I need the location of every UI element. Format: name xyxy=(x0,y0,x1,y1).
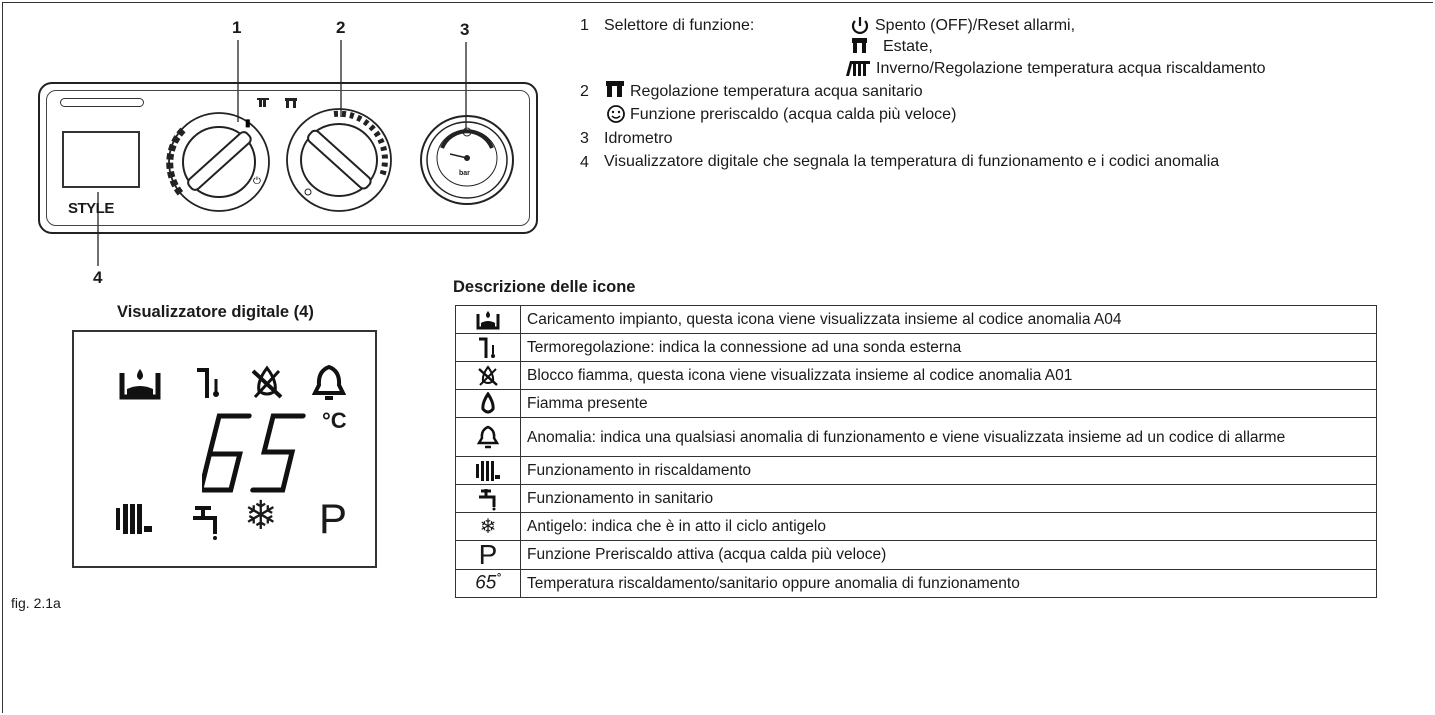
legend-item-3-num: 3 xyxy=(580,130,589,147)
legend-item-4-num: 4 xyxy=(580,154,589,171)
flame-block-icon xyxy=(478,364,498,386)
row-text: Funzionamento in sanitario xyxy=(520,484,1377,513)
alarm-bell-icon xyxy=(312,364,346,400)
row-text: Fiamma presente xyxy=(520,389,1377,418)
digital-display: °C ❄ P xyxy=(72,330,377,568)
alarm-bell-icon xyxy=(477,425,499,449)
dhw-icon xyxy=(606,81,624,97)
digital-display-window xyxy=(62,131,140,188)
external-probe-icon xyxy=(479,337,495,358)
p-symbol: P xyxy=(319,495,348,542)
row-text: Caricamento impianto, questa icona viene… xyxy=(520,305,1377,334)
tap-icon xyxy=(479,488,496,510)
table-row: P Funzione Preriscaldo attiva (acqua cal… xyxy=(455,540,1377,570)
flame-block-icon xyxy=(251,365,283,399)
tap-icon xyxy=(193,506,217,540)
boiler-control-panel xyxy=(38,82,538,234)
radiator-icon xyxy=(476,460,500,481)
table-row: Anomalia: indica una qualsiasi anomalia … xyxy=(455,417,1377,457)
snowflake-icon: ❄ xyxy=(455,512,521,541)
row-text: Funzione Preriscaldo attiva (acqua calda… xyxy=(520,540,1377,570)
legend-winter-text: Inverno/Regolazione temperatura acqua ri… xyxy=(876,60,1266,77)
table-row: Caricamento impianto, questa icona viene… xyxy=(455,305,1377,334)
temperature-icon: 65° xyxy=(455,569,521,598)
legend-item-3-text: Idrometro xyxy=(604,130,673,147)
row-text: Funzionamento in riscaldamento xyxy=(520,456,1377,485)
row-text: Temperatura riscaldamento/sanitario oppu… xyxy=(520,569,1377,598)
p-icon: P xyxy=(455,540,521,570)
row-text: Antigelo: indica che è in atto il ciclo … xyxy=(520,512,1377,541)
power-icon xyxy=(851,17,869,34)
dhw-temperature-knob[interactable] xyxy=(282,106,402,214)
figure-caption: fig. 2.1a xyxy=(11,595,61,611)
external-probe-icon xyxy=(197,368,219,398)
icons-table-title: Descrizione delle icone xyxy=(453,278,636,296)
table-row: Blocco fiamma, questa icona viene visual… xyxy=(455,361,1377,390)
summer-icon xyxy=(285,98,297,108)
svg-text:▮: ▮ xyxy=(245,118,251,129)
row-text: Anomalia: indica una qualsiasi anomalia … xyxy=(520,417,1377,457)
icons-table: Caricamento impianto, questa icona viene… xyxy=(455,305,1377,598)
snowflake-icon: ❄ xyxy=(244,494,278,538)
digital-display-title: Visualizzatore digitale (4) xyxy=(117,303,314,321)
summer-icon xyxy=(852,38,867,53)
legend-item-2-num: 2 xyxy=(580,83,589,100)
legend-off-text: Spento (OFF)/Reset allarmi, xyxy=(875,17,1076,34)
temperature-unit: °C xyxy=(322,408,347,433)
brand-label: STYLE xyxy=(68,200,114,217)
row-text: Termoregolazione: indica la connessione … xyxy=(520,333,1377,362)
radiator-icon xyxy=(116,504,152,534)
callout-4: 4 xyxy=(93,268,103,287)
callout-1: 1 xyxy=(232,18,242,37)
legend-item-2-text: Regolazione temperatura acqua sanitario xyxy=(630,83,923,100)
callout-3: 3 xyxy=(460,20,470,39)
table-row: Fiamma presente xyxy=(455,389,1377,418)
legend-item-4-text: Visualizzatore digitale che segnala la t… xyxy=(604,153,1220,170)
legend-summer-text: Estate, xyxy=(883,38,933,55)
table-row: Termoregolazione: indica la connessione … xyxy=(455,333,1377,362)
flame-icon xyxy=(481,391,495,413)
svg-text:⏻: ⏻ xyxy=(253,176,261,187)
winter-icon xyxy=(846,61,870,76)
table-row: 65° Temperatura riscaldamento/sanitario … xyxy=(455,569,1377,598)
winter-icon xyxy=(257,98,269,107)
smiley-icon xyxy=(607,105,625,123)
row-text: Blocco fiamma, questa icona viene visual… xyxy=(520,361,1377,390)
table-row: Funzionamento in sanitario xyxy=(455,484,1377,513)
panel-slot xyxy=(60,98,144,107)
function-selector-knob[interactable]: ▮ ⏻ xyxy=(163,108,283,212)
system-fill-icon xyxy=(476,310,500,329)
legend-list: 1 Selettore di funzione: Spento (OFF)/Re… xyxy=(580,16,1430,266)
legend-preheat-text: Funzione preriscaldo (acqua calda più ve… xyxy=(630,106,957,123)
pressure-gauge xyxy=(420,115,514,205)
table-row: ❄ Antigelo: indica che è in atto il cicl… xyxy=(455,512,1377,541)
temperature-digits xyxy=(202,413,306,493)
table-row: Funzionamento in riscaldamento xyxy=(455,456,1377,485)
callout-2: 2 xyxy=(336,18,346,37)
system-fill-icon xyxy=(119,369,161,400)
gauge-unit: bar xyxy=(459,170,470,177)
